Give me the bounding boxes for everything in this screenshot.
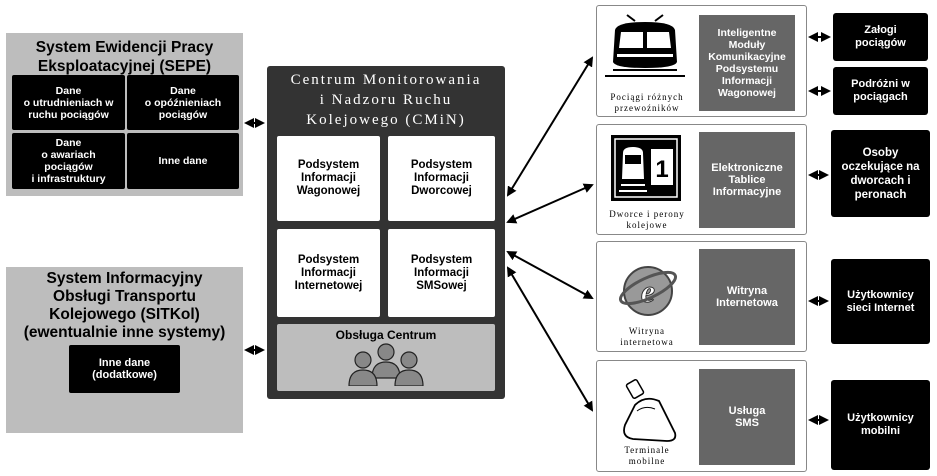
- sitkol-panel: System Informacyjny Obsługi Transportu K…: [6, 267, 243, 433]
- module-tablice: Elektroniczne Tablice Informacyjne: [699, 132, 795, 228]
- cmin-service-panel: Obsługa Centrum: [277, 324, 495, 391]
- channel-panel-website: e Witryna internetowa Witryna Internetow…: [596, 241, 807, 352]
- module-witryna: Witryna Internetowa: [699, 249, 795, 345]
- caption-stations: Dworce i perony kolejowe: [609, 209, 685, 230]
- recipient-zalogi: Załogi pociągów: [833, 13, 928, 61]
- subsystem-dworcowa: Podsystem Informacji Dworcowej: [388, 136, 495, 221]
- arrow-cmin-stations: [506, 183, 594, 224]
- sepe-title: System Ewidencji Pracy Eksploatacyjnej (…: [35, 39, 214, 75]
- arrow-cmin-trains: [506, 56, 594, 197]
- sepe-box-utrudnienia: Dane o utrudnieniach w ruchu pociągów: [12, 75, 125, 130]
- channel-panel-stations: 1 Dworce i perony kolejowe Elektroniczne…: [596, 124, 807, 235]
- arrow-cmin-mobile: [506, 266, 594, 412]
- cmin-title: Centrum Monitorowania i Nadzoru Ruchu Ko…: [290, 72, 482, 128]
- svg-text:1: 1: [655, 156, 668, 183]
- subsystem-smsowa: Podsystem Informacji SMSowej: [388, 229, 495, 317]
- module-sms: Usługa SMS: [699, 369, 795, 465]
- recipient-podrozni: Podróżni w pociągach: [833, 67, 928, 115]
- subsystem-internetowa: Podsystem Informacji Internetowej: [277, 229, 380, 317]
- sepe-box-awarie: Dane o awariach pociągów i infrastruktur…: [12, 133, 125, 189]
- channel-panel-trains: Pociągi różnych przewoźników Inteligentn…: [596, 5, 807, 117]
- sepe-panel: System Ewidencji Pracy Eksploatacyjnej (…: [6, 33, 243, 196]
- recipient-internet: Użytkownicy sieci Internet: [831, 259, 930, 344]
- cmin-panel: Centrum Monitorowania i Nadzoru Ruchu Ko…: [267, 66, 505, 399]
- caption-mobile: Terminale mobilne: [624, 445, 670, 466]
- caption-trains: Pociągi różnych przewoźników: [610, 92, 684, 113]
- recipient-osoby: Osoby oczekujące na dworcach i peronach: [831, 130, 930, 217]
- sitkol-title: System Informacyjny Obsługi Transportu K…: [23, 270, 226, 341]
- subsystem-wagonowa: Podsystem Informacji Wagonowej: [277, 136, 380, 221]
- caption-website: Witryna internetowa: [620, 326, 674, 347]
- sepe-box-inne: Inne dane: [127, 133, 239, 189]
- sepe-box-opoznienia: Dane o opóźnieniach pociągów: [127, 75, 239, 130]
- channel-panel-mobile: Terminale mobilne Usługa SMS: [596, 360, 807, 472]
- recipient-mobilni: Użytkownicy mobilni: [831, 380, 930, 470]
- station-sign-icon: 1: [611, 135, 681, 201]
- cmin-service-label: Obsługa Centrum: [335, 328, 437, 342]
- internet-explorer-icon: e: [618, 266, 678, 316]
- sitkol-box-inne: Inne dane (dodatkowe): [69, 345, 180, 393]
- mobile-phone-icon: [623, 379, 677, 442]
- train-icon: [605, 14, 685, 77]
- people-icon: [348, 343, 424, 386]
- module-wagonowa: Inteligentne Moduły Komunikacyjne Podsys…: [699, 15, 795, 111]
